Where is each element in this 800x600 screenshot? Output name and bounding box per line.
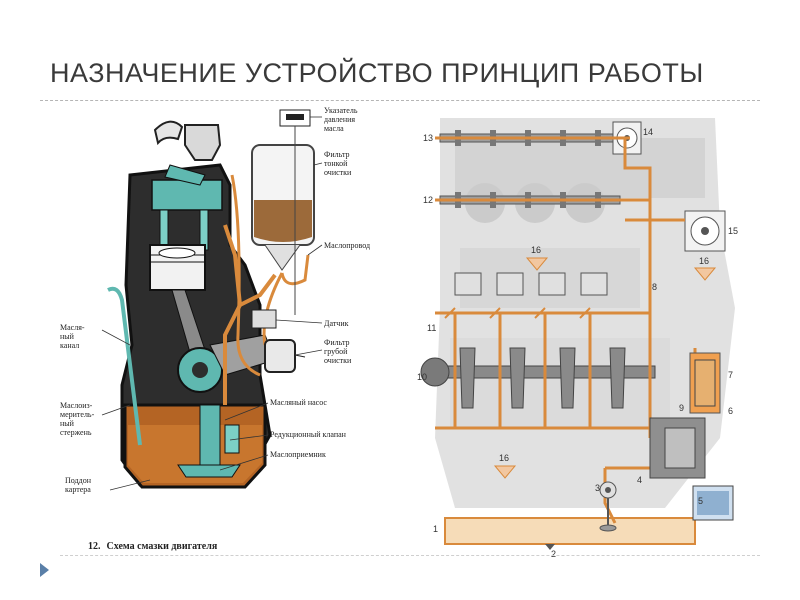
- oil-filler-neck: [153, 120, 222, 161]
- num-13: 13: [423, 133, 433, 143]
- pistons: [454, 272, 608, 296]
- drain-plug-2: [545, 544, 555, 550]
- slide-title: НАЗНАЧЕНИЕ УСТРОЙСТВО ПРИНЦИП РАБОТЫ: [50, 58, 704, 88]
- caption-text: Схема смазки двигателя: [107, 541, 218, 552]
- drain-arrows: [493, 257, 717, 479]
- oil-pan: [444, 517, 696, 545]
- label-dipstick-4: стержень: [60, 428, 92, 437]
- label-fine-filter-1: Фильтр: [324, 150, 350, 159]
- component-15-icon: [684, 210, 726, 252]
- pressure-indicator-gauge: [279, 109, 311, 315]
- num-16-c: 16: [499, 453, 509, 463]
- label-sensor: Датчик: [324, 319, 349, 328]
- label-oil-pan-2: картера: [65, 485, 91, 494]
- svg-text:12.Схема смазки двигателя: 12. Схема смазки двигателя: [88, 541, 218, 552]
- fine-filter: [251, 144, 315, 271]
- num-2: 2: [551, 549, 556, 558]
- num-7: 7: [728, 370, 733, 380]
- label-coarse-filter-1: Фильтр: [324, 338, 350, 347]
- crankshaft: [420, 347, 656, 409]
- label-oil-channel-1: Масля-: [60, 323, 85, 332]
- label-fine-filter-2: тонкой: [324, 159, 348, 168]
- label-oil-channel-2: ный: [60, 332, 75, 341]
- num-4: 4: [637, 475, 642, 485]
- label-reducing-valve: Редукционный клапан: [270, 430, 347, 439]
- num-16-a: 16: [531, 245, 541, 255]
- num-6: 6: [728, 406, 733, 416]
- label-oil-line: Маслопровод: [324, 241, 370, 250]
- label-pressure-indicator-3: масла: [324, 124, 344, 133]
- next-slide-arrow-icon[interactable]: [40, 563, 49, 577]
- lubrication-schematic-diagram: 13 12 14 15 16 16 16 8 11 10 9 7 6 5 4 3…: [417, 118, 738, 558]
- relief-valve-7: [689, 352, 721, 414]
- caption-number: 12.: [88, 541, 101, 552]
- sensor: [251, 309, 277, 329]
- piston: [149, 244, 206, 291]
- label-dipstick-3: ный: [60, 419, 75, 428]
- num-3: 3: [595, 483, 600, 493]
- num-1: 1: [433, 524, 438, 534]
- num-14: 14: [643, 127, 653, 137]
- num-16-b: 16: [699, 256, 709, 266]
- dipstick: [107, 286, 142, 446]
- footer-divider: [60, 555, 760, 556]
- label-coarse-filter-3: очистки: [324, 356, 352, 365]
- oil-cooler-5: [692, 485, 734, 521]
- label-oil-pump: Масляный насос: [270, 398, 327, 407]
- label-pressure-indicator-1: Указатель: [324, 106, 358, 115]
- label-dipstick-1: Маслоиз-: [60, 401, 93, 410]
- num-8: 8: [652, 282, 657, 292]
- coarse-filter: [264, 339, 306, 373]
- filter-housing-6: [649, 417, 706, 479]
- num-11: 11: [427, 323, 436, 333]
- num-15: 15: [728, 226, 738, 236]
- label-oil-channel-3: канал: [60, 341, 79, 350]
- label-oil-intake: Маслоприемник: [270, 450, 326, 459]
- label-dipstick-2: меритель-: [60, 410, 95, 419]
- num-9: 9: [679, 403, 684, 413]
- label-oil-pan-1: Поддон: [65, 476, 92, 485]
- num-10: 10: [417, 372, 427, 382]
- label-coarse-filter-2: грубой: [324, 347, 348, 356]
- title-divider: [40, 100, 760, 101]
- label-pressure-indicator-2: давления: [324, 115, 355, 124]
- oil-pump-3: [599, 481, 617, 532]
- num-12: 12: [423, 195, 433, 205]
- label-fine-filter-3: очистки: [324, 168, 352, 177]
- num-5: 5: [698, 496, 703, 506]
